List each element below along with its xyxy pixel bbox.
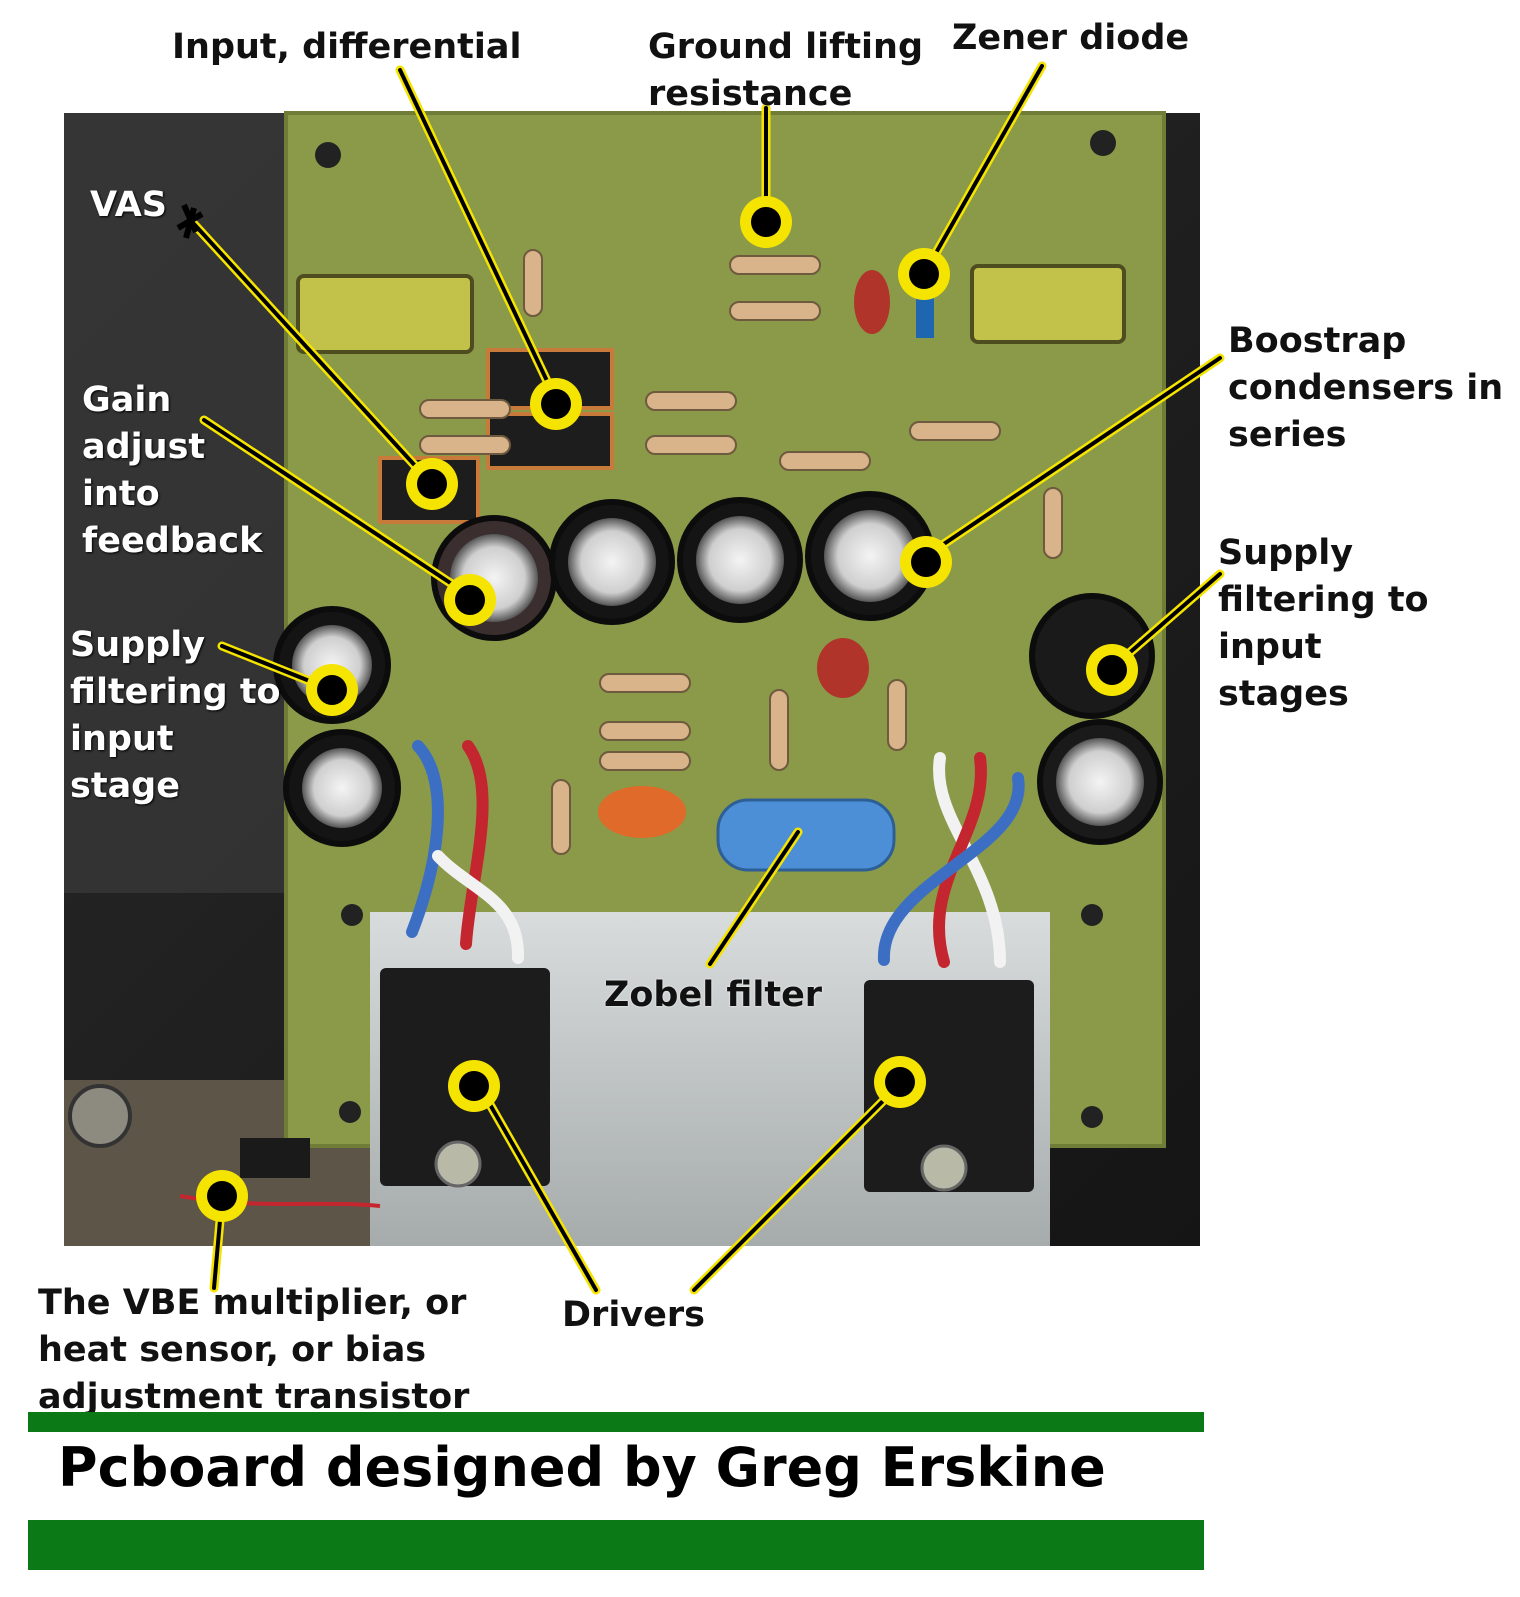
leader-gain-adjust-core [202, 418, 472, 598]
label-drivers: Drivers [562, 1295, 705, 1335]
marker-ground-lifting [740, 196, 792, 248]
credit-text: Pcboard designed by Greg Erskine [58, 1436, 1106, 1499]
label-boostrap-condensers: Boostrap condensers in series [1228, 321, 1504, 455]
leader-zener-diode-core [922, 64, 1044, 276]
marker-gain-adjust [444, 574, 496, 626]
marker-boostrap [900, 536, 952, 588]
label-zener-diode: Zener diode [952, 18, 1190, 58]
marker-input-differential [530, 378, 582, 430]
vas-scribble [176, 203, 204, 239]
label-supply-filtering-left: Supply filtering to input stage [70, 625, 281, 806]
label-supply-filtering-right: Supply filtering to input stages [1218, 533, 1429, 714]
leader-zobel-core [708, 830, 800, 966]
marker-driver-left [448, 1060, 500, 1112]
accent-bar-top [28, 1412, 1204, 1432]
leader-drivers-left-core [474, 1078, 598, 1292]
marker-driver-right [874, 1056, 926, 1108]
leader-input-differential-core [398, 68, 558, 402]
label-ground-lifting-resistance: Ground lifting resistance [648, 27, 924, 114]
label-vbe-multiplier: The VBE multiplier, or heat sensor, or b… [38, 1283, 470, 1417]
leader-vas-core [192, 222, 432, 484]
marker-vas [406, 458, 458, 510]
marker-vbe [196, 1170, 248, 1222]
leader-drivers-right-core [692, 1080, 904, 1292]
accent-bar-bottom [28, 1520, 1204, 1570]
leader-boostrap-core [924, 356, 1222, 558]
label-input-differential: Input, differential [172, 27, 522, 67]
marker-zener-diode [898, 248, 950, 300]
label-vas: VAS [90, 185, 168, 225]
marker-supply-right [1086, 644, 1138, 696]
marker-supply-left [306, 664, 358, 716]
label-gain-adjust: Gain adjust into feedback [82, 380, 263, 561]
label-zobel-filter: Zobel filter [604, 975, 823, 1015]
